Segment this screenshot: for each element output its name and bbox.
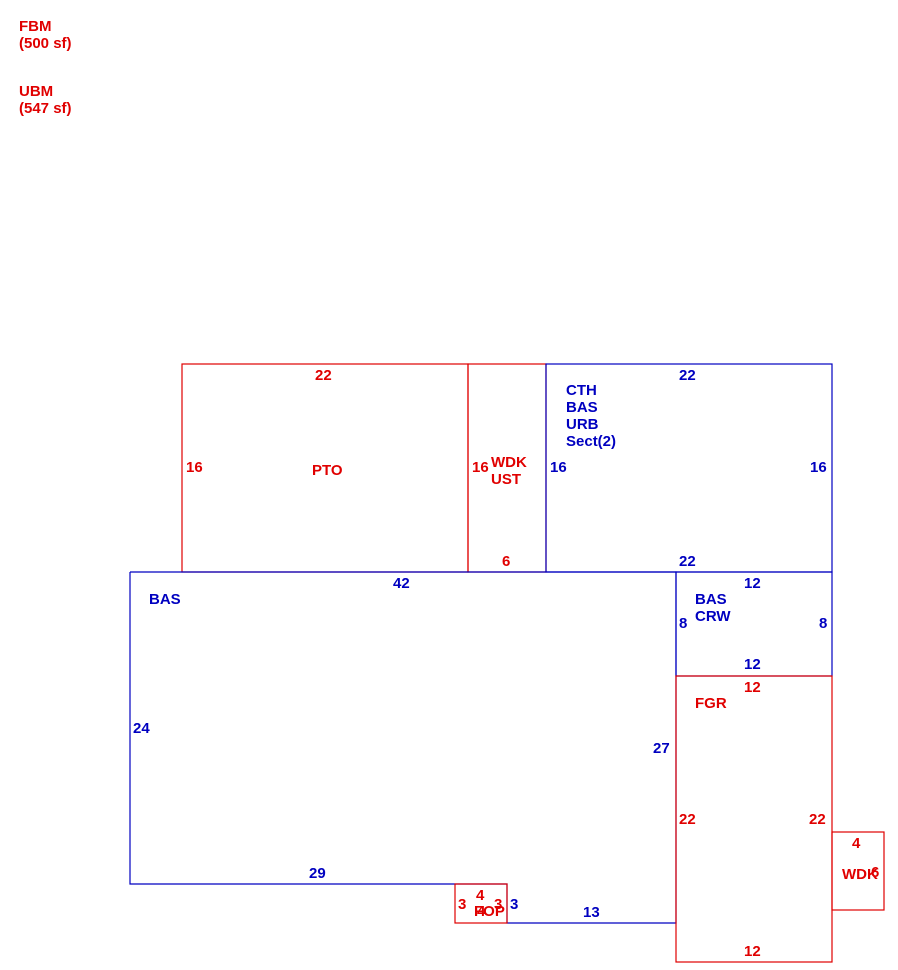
area-wdk-ust: WDK UST 16 6 (467, 363, 547, 573)
area-wdk-small: WDK 4 6 (831, 831, 885, 911)
area-bas-crw: BAS CRW 12 8 8 12 (675, 571, 833, 677)
bas-crw-dim-bottom: 12 (744, 656, 761, 673)
cth-label-2: BAS (566, 399, 598, 416)
cth-dim-right: 16 (810, 459, 827, 476)
cth-dim-top: 22 (679, 367, 696, 384)
pto-dim-top: 22 (315, 367, 332, 384)
cth-label-3: URB (566, 416, 599, 433)
bas-main-outline (129, 571, 677, 924)
fgr-dim-bottom: 12 (744, 943, 761, 960)
porch-dim-left: 3 (458, 896, 466, 913)
summary-fbm-code: FBM (19, 18, 52, 35)
cth-label-4: Sect(2) (566, 433, 616, 450)
fgr-label: FGR (695, 695, 727, 712)
wdk-ust-dim-left: 16 (472, 459, 489, 476)
summary-ubm-code: UBM (19, 83, 53, 100)
cth-label-1: CTH (566, 382, 597, 399)
fgr-dim-right: 22 (809, 811, 826, 828)
porch-dim-bottom: 4 (477, 903, 486, 920)
summary-fbm-area: (500 sf) (19, 35, 72, 52)
bas-crw-dim-right: 8 (819, 615, 827, 632)
porch-dim-top: 4 (476, 887, 485, 904)
bas-crw-label-2: CRW (695, 608, 731, 625)
porch-dim-right: 3 (494, 896, 502, 913)
porch-outline (454, 883, 508, 924)
porch-label: FOP (474, 903, 505, 920)
area-pto: PTO 22 16 (181, 363, 469, 573)
cth-dim-bottom: 22 (679, 553, 696, 570)
bas-crw-dim-top: 12 (744, 575, 761, 592)
cth-dim-left: 16 (550, 459, 567, 476)
area-fgr: FGR 12 22 22 12 (675, 675, 833, 963)
wdk-small-outline (831, 831, 885, 911)
bas-main-dim-top: 42 (393, 575, 410, 592)
wdk-small-dim-right: 6 (871, 864, 879, 881)
area-summary: FBM (500 sf) UBM (547 sf) (19, 18, 72, 117)
wdk-ust-label-2: UST (491, 471, 521, 488)
area-porch: FOP 4 3 3 4 (454, 883, 508, 924)
summary-ubm-area: (547 sf) (19, 100, 72, 117)
bas-main-dim-bottom: 29 (309, 865, 326, 882)
fgr-dim-left: 22 (679, 811, 696, 828)
area-cth: CTH BAS URB Sect(2) 22 16 16 22 (545, 363, 833, 573)
fgr-dim-top: 12 (744, 679, 761, 696)
bas-main-dim-bottom-right: 13 (583, 904, 600, 921)
wdk-ust-dim-bottom: 6 (502, 553, 510, 570)
bas-main-dim-right: 27 (653, 740, 670, 757)
wdk-small-label: WDK (842, 866, 878, 883)
bas-main-dim-left: 24 (133, 720, 150, 737)
pto-label: PTO (312, 462, 343, 479)
wdk-small-dim-top: 4 (852, 835, 861, 852)
area-bas-main: BAS 42 24 29 27 13 3 (129, 571, 677, 924)
bas-crw-dim-left: 8 (679, 615, 687, 632)
wdk-ust-label-1: WDK (491, 454, 527, 471)
bas-crw-label-1: BAS (695, 591, 727, 608)
bas-main-label: BAS (149, 591, 181, 608)
fgr-outline (675, 675, 833, 963)
pto-dim-left: 16 (186, 459, 203, 476)
bas-main-dim-step: 3 (510, 896, 518, 913)
